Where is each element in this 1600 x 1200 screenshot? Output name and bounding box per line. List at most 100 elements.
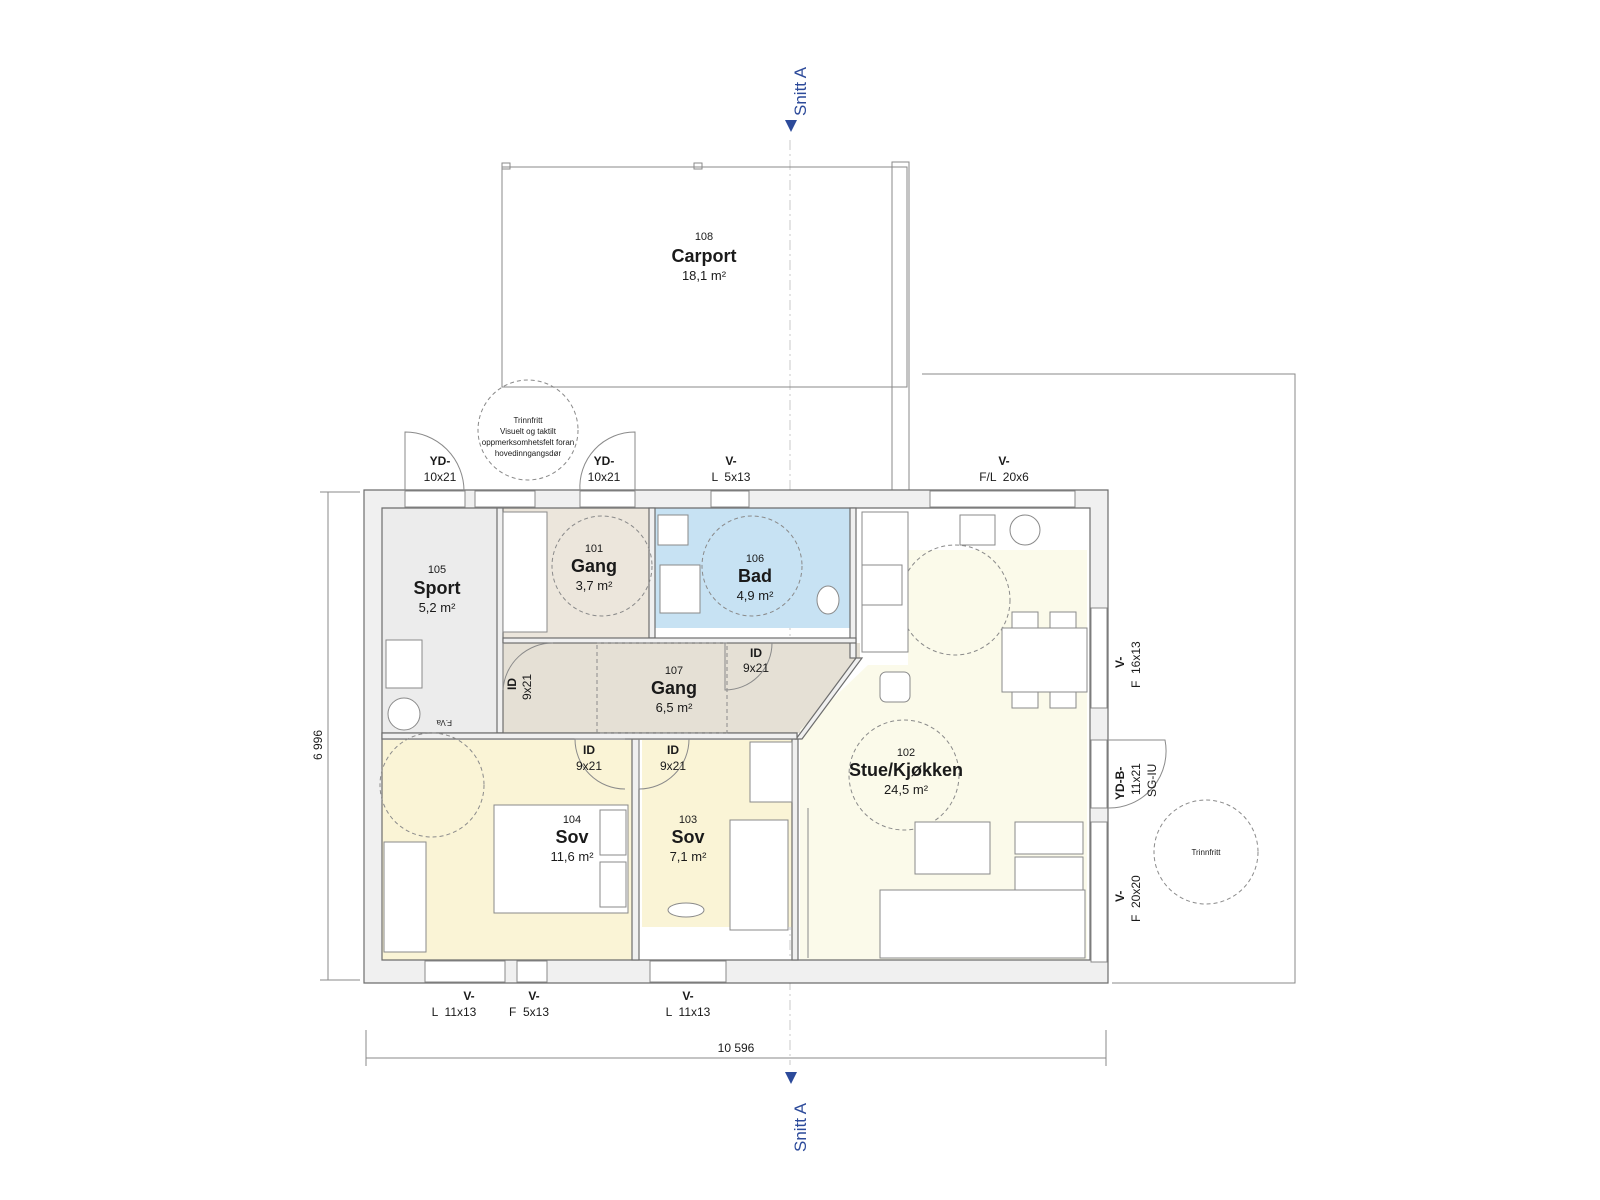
dimension-width[interactable]: 10 596 [365,1030,1107,1066]
room-label-gang101: 101 Gang 3,7 m² [571,543,617,593]
svg-text:Gang: Gang [651,678,697,698]
svg-text:108: 108 [695,231,713,243]
svg-text:104: 104 [563,814,581,826]
svg-text:9x21: 9x21 [743,661,769,675]
svg-text:oppmerksomhetsfelt foran: oppmerksomhetsfelt foran [482,438,575,447]
svg-text:ID: ID [750,646,762,660]
svg-text:hovedinngangsdør: hovedinngangsdør [495,449,562,458]
section-label-bottom: Snitt A [791,1102,810,1152]
opening-label-v-right-top: V- F 16x13 [1113,641,1143,688]
svg-text:Trinnfritt: Trinnfritt [513,416,543,425]
section-marker-top[interactable]: Snitt A [785,66,810,132]
opening-label-v-bottom-right: V- L 11x13 [666,989,711,1019]
svg-text:18,1 m²: 18,1 m² [682,268,727,283]
wall-openings [404,490,1108,983]
turning-circles [379,379,1259,905]
svg-text:Carport: Carport [671,246,736,266]
svg-text:V-: V- [1113,891,1127,902]
room-label-sport: 105 Sport 5,2 m² [414,564,461,615]
section-marker-bottom[interactable]: Snitt A [785,1072,810,1152]
dimension-height[interactable]: 6 996 [311,491,360,981]
svg-text:ID: ID [505,678,519,690]
note-entrance-circle: Trinnfritt Visuelt og taktilt oppmerksom… [482,416,575,458]
svg-text:9x21: 9x21 [660,759,686,773]
svg-text:Visuelt og taktilt: Visuelt og taktilt [500,427,557,436]
svg-text:102: 102 [897,747,915,759]
svg-text:SG-IU: SG-IU [1145,764,1159,797]
svg-text:YD-: YD- [594,454,615,468]
svg-text:3,7 m²: 3,7 m² [576,578,614,593]
svg-text:6,5 m²: 6,5 m² [656,700,694,715]
svg-text:7,1 m²: 7,1 m² [670,849,708,864]
svg-text:Sport: Sport [414,578,461,598]
svg-text:106: 106 [746,553,764,565]
svg-text:YD-: YD- [430,454,451,468]
room-sport-fill [382,508,497,733]
svg-text:Gang: Gang [571,556,617,576]
svg-text:L 11x13: L 11x13 [666,1005,711,1019]
svg-text:5,2 m²: 5,2 m² [419,600,457,615]
svg-text:9x21: 9x21 [576,759,602,773]
svg-text:Stue/Kjøkken: Stue/Kjøkken [849,760,963,780]
svg-text:F 16x13: F 16x13 [1129,641,1143,688]
svg-text:V-: V- [1113,657,1127,668]
svg-text:10x21: 10x21 [588,470,621,484]
dimension-height-label: 6 996 [311,730,325,760]
svg-text:10x21: 10x21 [424,470,457,484]
svg-text:105: 105 [428,564,446,576]
svg-text:11,6 m²: 11,6 m² [550,849,594,864]
note-fva: F.Va [436,718,452,727]
room-gang107-fill [503,643,860,733]
svg-text:Sov: Sov [671,827,704,847]
svg-text:ID: ID [583,743,595,757]
svg-text:9x21: 9x21 [520,674,534,700]
svg-text:F 5x13: F 5x13 [509,1005,549,1019]
svg-text:F/L 20x6: F/L 20x6 [979,470,1029,484]
section-arrow-icon [785,1072,797,1084]
svg-text:YD-B-: YD-B- [1113,767,1127,800]
opening-label-id-sport: ID 9x21 [505,674,534,700]
door-swings [404,431,1167,809]
terrace-outline [922,373,1296,984]
room-label-stue: 102 Stue/Kjøkken 24,5 m² [849,747,963,797]
svg-text:Bad: Bad [738,566,772,586]
svg-text:V-: V- [998,454,1009,468]
room-label-gang107: 107 Gang 6,5 m² [651,665,697,715]
interior-walls [381,507,864,961]
svg-text:V-: V- [725,454,736,468]
room-label-bad: 106 Bad 4,9 m² [737,553,775,603]
opening-label-id-bad: ID 9x21 [743,646,769,675]
opening-label-v-bottom-left: V- L 11x13 [432,989,477,1019]
opening-label-v-right-bottom: V- F 20x20 [1113,875,1143,922]
opening-label-v-top-kitchen: V- F/L 20x6 [979,454,1029,484]
svg-text:V-: V- [528,989,539,1003]
svg-text:ID: ID [667,743,679,757]
svg-text:103: 103 [679,814,697,826]
opening-label-yd-left: YD- 10x21 [424,454,457,484]
svg-text:V-: V- [463,989,474,1003]
svg-text:L 5x13: L 5x13 [712,470,751,484]
svg-text:11x21: 11x21 [1129,763,1143,795]
opening-label-v-top-bad: V- L 5x13 [712,454,751,484]
opening-label-ydb-right: YD-B- 11x21 SG-IU [1113,763,1159,800]
room-label-sov104: 104 Sov 11,6 m² [550,814,594,864]
svg-text:F 20x20: F 20x20 [1129,875,1143,922]
note-right-circle: Trinnfritt [1191,848,1221,857]
section-arrow-icon [785,120,797,132]
opening-label-id-sov103: ID 9x21 [660,743,686,773]
dimension-width-label: 10 596 [718,1041,755,1055]
svg-text:101: 101 [585,543,603,555]
svg-text:24,5 m²: 24,5 m² [884,782,929,797]
svg-text:Sov: Sov [555,827,588,847]
section-label-top: Snitt A [791,66,810,116]
furniture [383,511,1088,959]
svg-text:107: 107 [665,665,683,677]
room-label-carport: 108 Carport 18,1 m² [671,231,736,283]
svg-text:L 11x13: L 11x13 [432,1005,477,1019]
opening-label-v-bottom-mid: V- F 5x13 [509,989,549,1019]
opening-label-yd-mid: YD- 10x21 [588,454,621,484]
svg-text:4,9 m²: 4,9 m² [737,588,775,603]
opening-label-id-sov104: ID 9x21 [576,743,602,773]
svg-text:V-: V- [682,989,693,1003]
